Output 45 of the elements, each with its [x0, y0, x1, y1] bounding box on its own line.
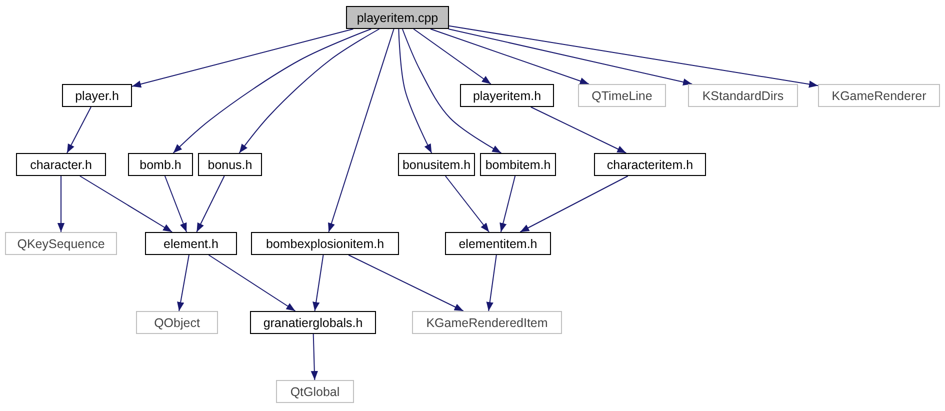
header-file-box: bonusitem.h: [398, 153, 475, 176]
header-file-box: elementitem.h: [445, 232, 551, 255]
arrow: [530, 106, 627, 154]
header-file-box: bomb.h: [128, 153, 193, 176]
arrow: [402, 28, 502, 154]
external-header-box: KGameRenderer: [818, 84, 940, 107]
arrow: [172, 28, 372, 154]
arrow: [310, 334, 318, 380]
external-header-box: KGameRenderedItem: [412, 311, 562, 334]
arrow: [164, 176, 188, 232]
header-file-box: player.h: [62, 84, 132, 107]
arrow: [312, 254, 324, 312]
arrow: [500, 176, 516, 232]
external-header-box: QtGlobal: [276, 380, 354, 403]
arrow: [66, 106, 92, 154]
arrow: [238, 28, 380, 154]
arrow: [348, 254, 464, 312]
arrow: [177, 254, 190, 312]
arrow: [486, 254, 497, 312]
arrow: [208, 254, 296, 312]
arrow: [79, 176, 173, 232]
external-header-box: QTimeLine: [578, 84, 666, 107]
arrow: [448, 28, 693, 86]
header-file-box: bonus.h: [198, 153, 262, 176]
header-file-box: playeritem.h: [460, 84, 554, 107]
arrow: [328, 28, 394, 232]
header-file-box: character.h: [16, 153, 106, 176]
external-header-box: QObject: [136, 311, 218, 334]
arrow: [57, 176, 65, 232]
arrow: [520, 176, 628, 232]
arrow: [448, 25, 818, 88]
header-file-box: bombexplosionitem.h: [251, 232, 399, 255]
arrow: [132, 28, 354, 88]
arrow: [444, 176, 490, 232]
header-file-box: bombitem.h: [480, 153, 556, 176]
header-file-box: element.h: [145, 232, 237, 255]
header-file-box: characteritem.h: [594, 153, 706, 176]
arrow: [196, 176, 225, 232]
arrow: [413, 28, 492, 84]
source-file-box: playeritem.cpp: [346, 6, 449, 29]
arrow: [430, 28, 590, 84]
external-header-box: QKeySequence: [5, 232, 117, 255]
arrow: [398, 28, 432, 154]
header-file-box: granatierglobals.h: [250, 311, 376, 334]
external-header-box: KStandardDirs: [688, 84, 798, 107]
